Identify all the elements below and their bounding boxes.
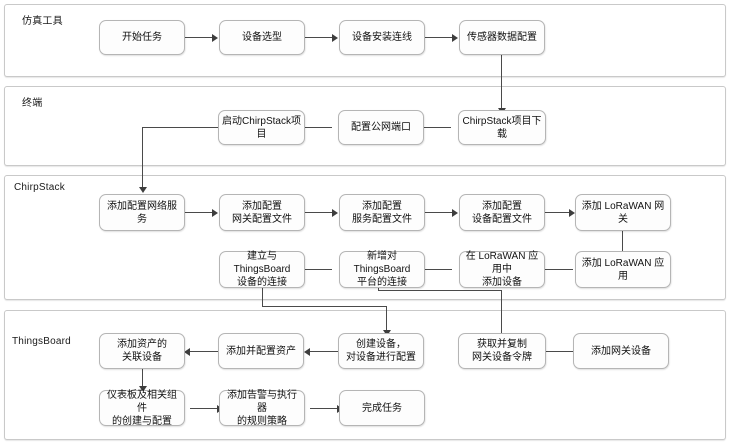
- node-device-selection[interactable]: 设备选型: [219, 20, 305, 55]
- node-add-thingsboard-integration[interactable]: 新增对ThingsBoard 平台的连接: [339, 251, 425, 288]
- edge-n3-n4: [425, 37, 452, 39]
- edge-n20-n21-arrowhead: [184, 347, 190, 356]
- node-add-lorawan-application[interactable]: 添加 LoRaWAN 应用: [575, 251, 671, 288]
- edge-n15-n16: [305, 269, 332, 271]
- swimlane-label-thingsboard: ThingsBoard: [12, 336, 71, 347]
- node-add-asset-related-devices[interactable]: 添加资产的 关联设备: [99, 333, 185, 369]
- edge-n16-n19-horizontal: [262, 306, 387, 308]
- node-sensor-data-config[interactable]: 传感器数据配置: [459, 20, 545, 55]
- edge-n9-n10: [305, 212, 332, 214]
- edge-n9-n10-arrowhead: [332, 208, 338, 217]
- node-device-install-wiring[interactable]: 设备安装连线: [339, 20, 425, 55]
- edge-n13-n14: [545, 269, 573, 271]
- node-establish-thingsboard-device-link[interactable]: 建立与ThingsBoard 设备的连接: [219, 251, 305, 288]
- swimlane-label-simulation: 仿真工具: [22, 16, 63, 27]
- edge-n18-n15-horizontal: [378, 290, 502, 292]
- edge-n16-n19-vertical-b: [386, 306, 388, 332]
- edge-n11-n12-arrowhead: [569, 208, 575, 217]
- edge-n7-n8-arrowhead: [138, 187, 147, 193]
- edge-n6-n7: [305, 127, 332, 129]
- edge-n2-n3-arrowhead: [332, 33, 338, 42]
- node-add-lorawan-gateway[interactable]: 添加 LoRaWAN 网关: [575, 194, 671, 231]
- node-add-device-profile[interactable]: 添加配置 设备配置文件: [459, 194, 545, 231]
- node-copy-gateway-token[interactable]: 获取并复制 网关设备令牌: [458, 333, 546, 369]
- node-dashboard-widgets-config[interactable]: 仪表板及相关组件 的创建与配置: [99, 390, 185, 427]
- node-configure-public-port[interactable]: 配置公网端口: [338, 110, 424, 145]
- node-add-network-server[interactable]: 添加配置网络服务: [99, 194, 185, 231]
- edge-n1-n2: [185, 37, 212, 39]
- edge-n20-n21: [190, 351, 218, 353]
- edge-n16-n19-vertical-a: [262, 287, 264, 307]
- edge-n8-n9-arrowhead: [212, 208, 218, 217]
- edge-n21-n22-arrowhead: [138, 386, 147, 392]
- node-add-gateway-profile[interactable]: 添加配置 网关配置文件: [219, 194, 305, 231]
- edge-n1-n2-arrowhead: [212, 33, 218, 42]
- node-start-chirpstack-project[interactable]: 启动ChirpStack项目: [218, 110, 305, 145]
- edge-n19-n20-arrowhead: [304, 347, 310, 356]
- node-add-configure-asset[interactable]: 添加并配置资产: [218, 333, 304, 369]
- edge-n3-n4-arrowhead: [452, 33, 458, 42]
- swimlane-label-terminal: 终端: [22, 98, 43, 109]
- node-finish-task[interactable]: 完成任务: [339, 390, 425, 426]
- edge-n12-n13: [622, 230, 624, 257]
- edge-n14-n15: [425, 269, 452, 271]
- edge-n10-n11-arrowhead: [452, 208, 458, 217]
- edge-n23-n24: [310, 408, 337, 410]
- edge-n10-n11: [425, 212, 452, 214]
- node-add-gateway-device[interactable]: 添加网关设备: [573, 333, 669, 369]
- node-chirpstack-project-download[interactable]: ChirpStack项目下载: [458, 110, 546, 145]
- node-start-task[interactable]: 开始任务: [99, 20, 185, 55]
- edge-n21-n22: [142, 369, 144, 388]
- edge-n7-n8-horizontal: [142, 127, 220, 129]
- edge-n4-n5: [501, 55, 503, 110]
- edge-n5-n6: [424, 127, 451, 129]
- node-alarm-actuator-rules[interactable]: 添加告警与执行器 的规则策略: [219, 390, 305, 427]
- edge-n17-n18: [546, 351, 573, 353]
- node-create-configure-device[interactable]: 创建设备， 对设备进行配置: [338, 333, 424, 369]
- node-add-device-in-lorawan-app[interactable]: 在 LoRaWAN 应用中 添加设备: [459, 251, 545, 288]
- swimlane-label-chirpstack: ChirpStack: [14, 182, 65, 193]
- edge-n7-n8-vertical: [142, 127, 144, 189]
- edge-n2-n3: [305, 37, 332, 39]
- edge-n19-n20: [310, 351, 338, 353]
- edge-n18-n15-vertical-b: [378, 286, 380, 291]
- edge-n8-n9: [185, 212, 212, 214]
- edge-n22-n23: [190, 408, 217, 410]
- node-add-service-profile[interactable]: 添加配置 服务配置文件: [339, 194, 425, 231]
- edge-n11-n12: [545, 212, 569, 214]
- edge-n18-n15-vertical-a: [501, 290, 503, 335]
